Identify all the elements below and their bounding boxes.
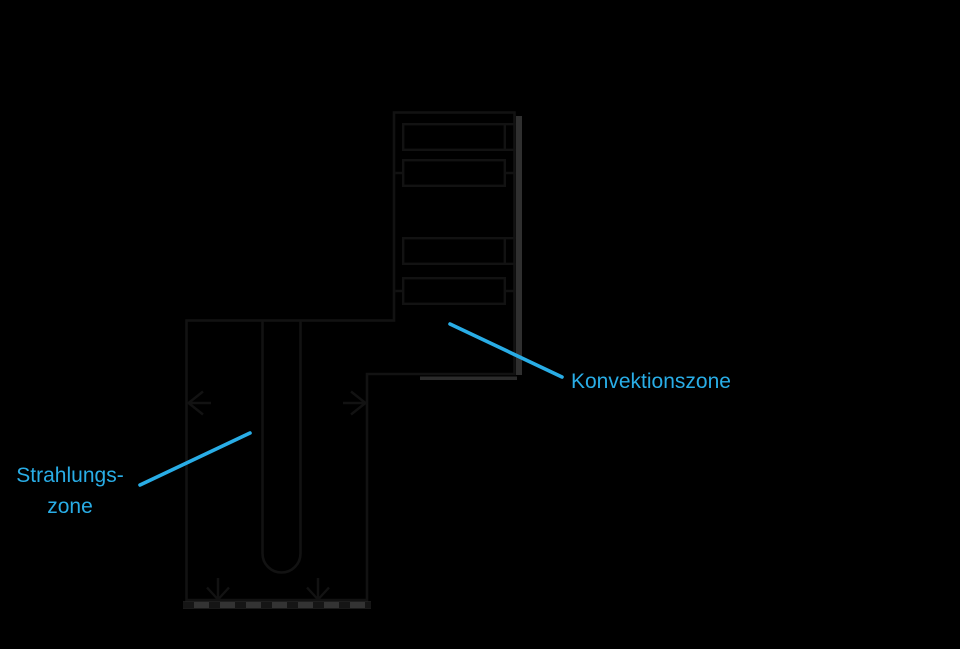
step-bottom-shadow: [420, 376, 517, 380]
u-tube-coil: [261, 321, 302, 574]
tube-bank-connector: [504, 237, 516, 265]
tube-bank: [402, 122, 507, 151]
floor-band: [183, 601, 371, 609]
arrow-floor-left-icon: [206, 578, 230, 602]
convection-zone-leader-line: [448, 322, 564, 379]
convection-zone-label: Konvektionszone: [571, 370, 731, 393]
burner-arrows: [186, 390, 368, 602]
tube-bank-connector: [504, 123, 516, 151]
furnace-body: [185, 111, 516, 602]
arrow-floor-right-icon: [306, 578, 330, 602]
tube-banks: [395, 122, 516, 306]
duct-right-shadow: [516, 116, 522, 375]
arrow-right-wall-icon: [343, 390, 368, 416]
radiation-zone-label-line2: zone: [47, 495, 93, 518]
radiation-zone-label-line1: Strahlungs-: [16, 464, 123, 487]
tube-bank: [402, 236, 507, 265]
radiation-zone-leader-line: [138, 431, 252, 487]
arrow-left-wall-icon: [186, 390, 211, 416]
